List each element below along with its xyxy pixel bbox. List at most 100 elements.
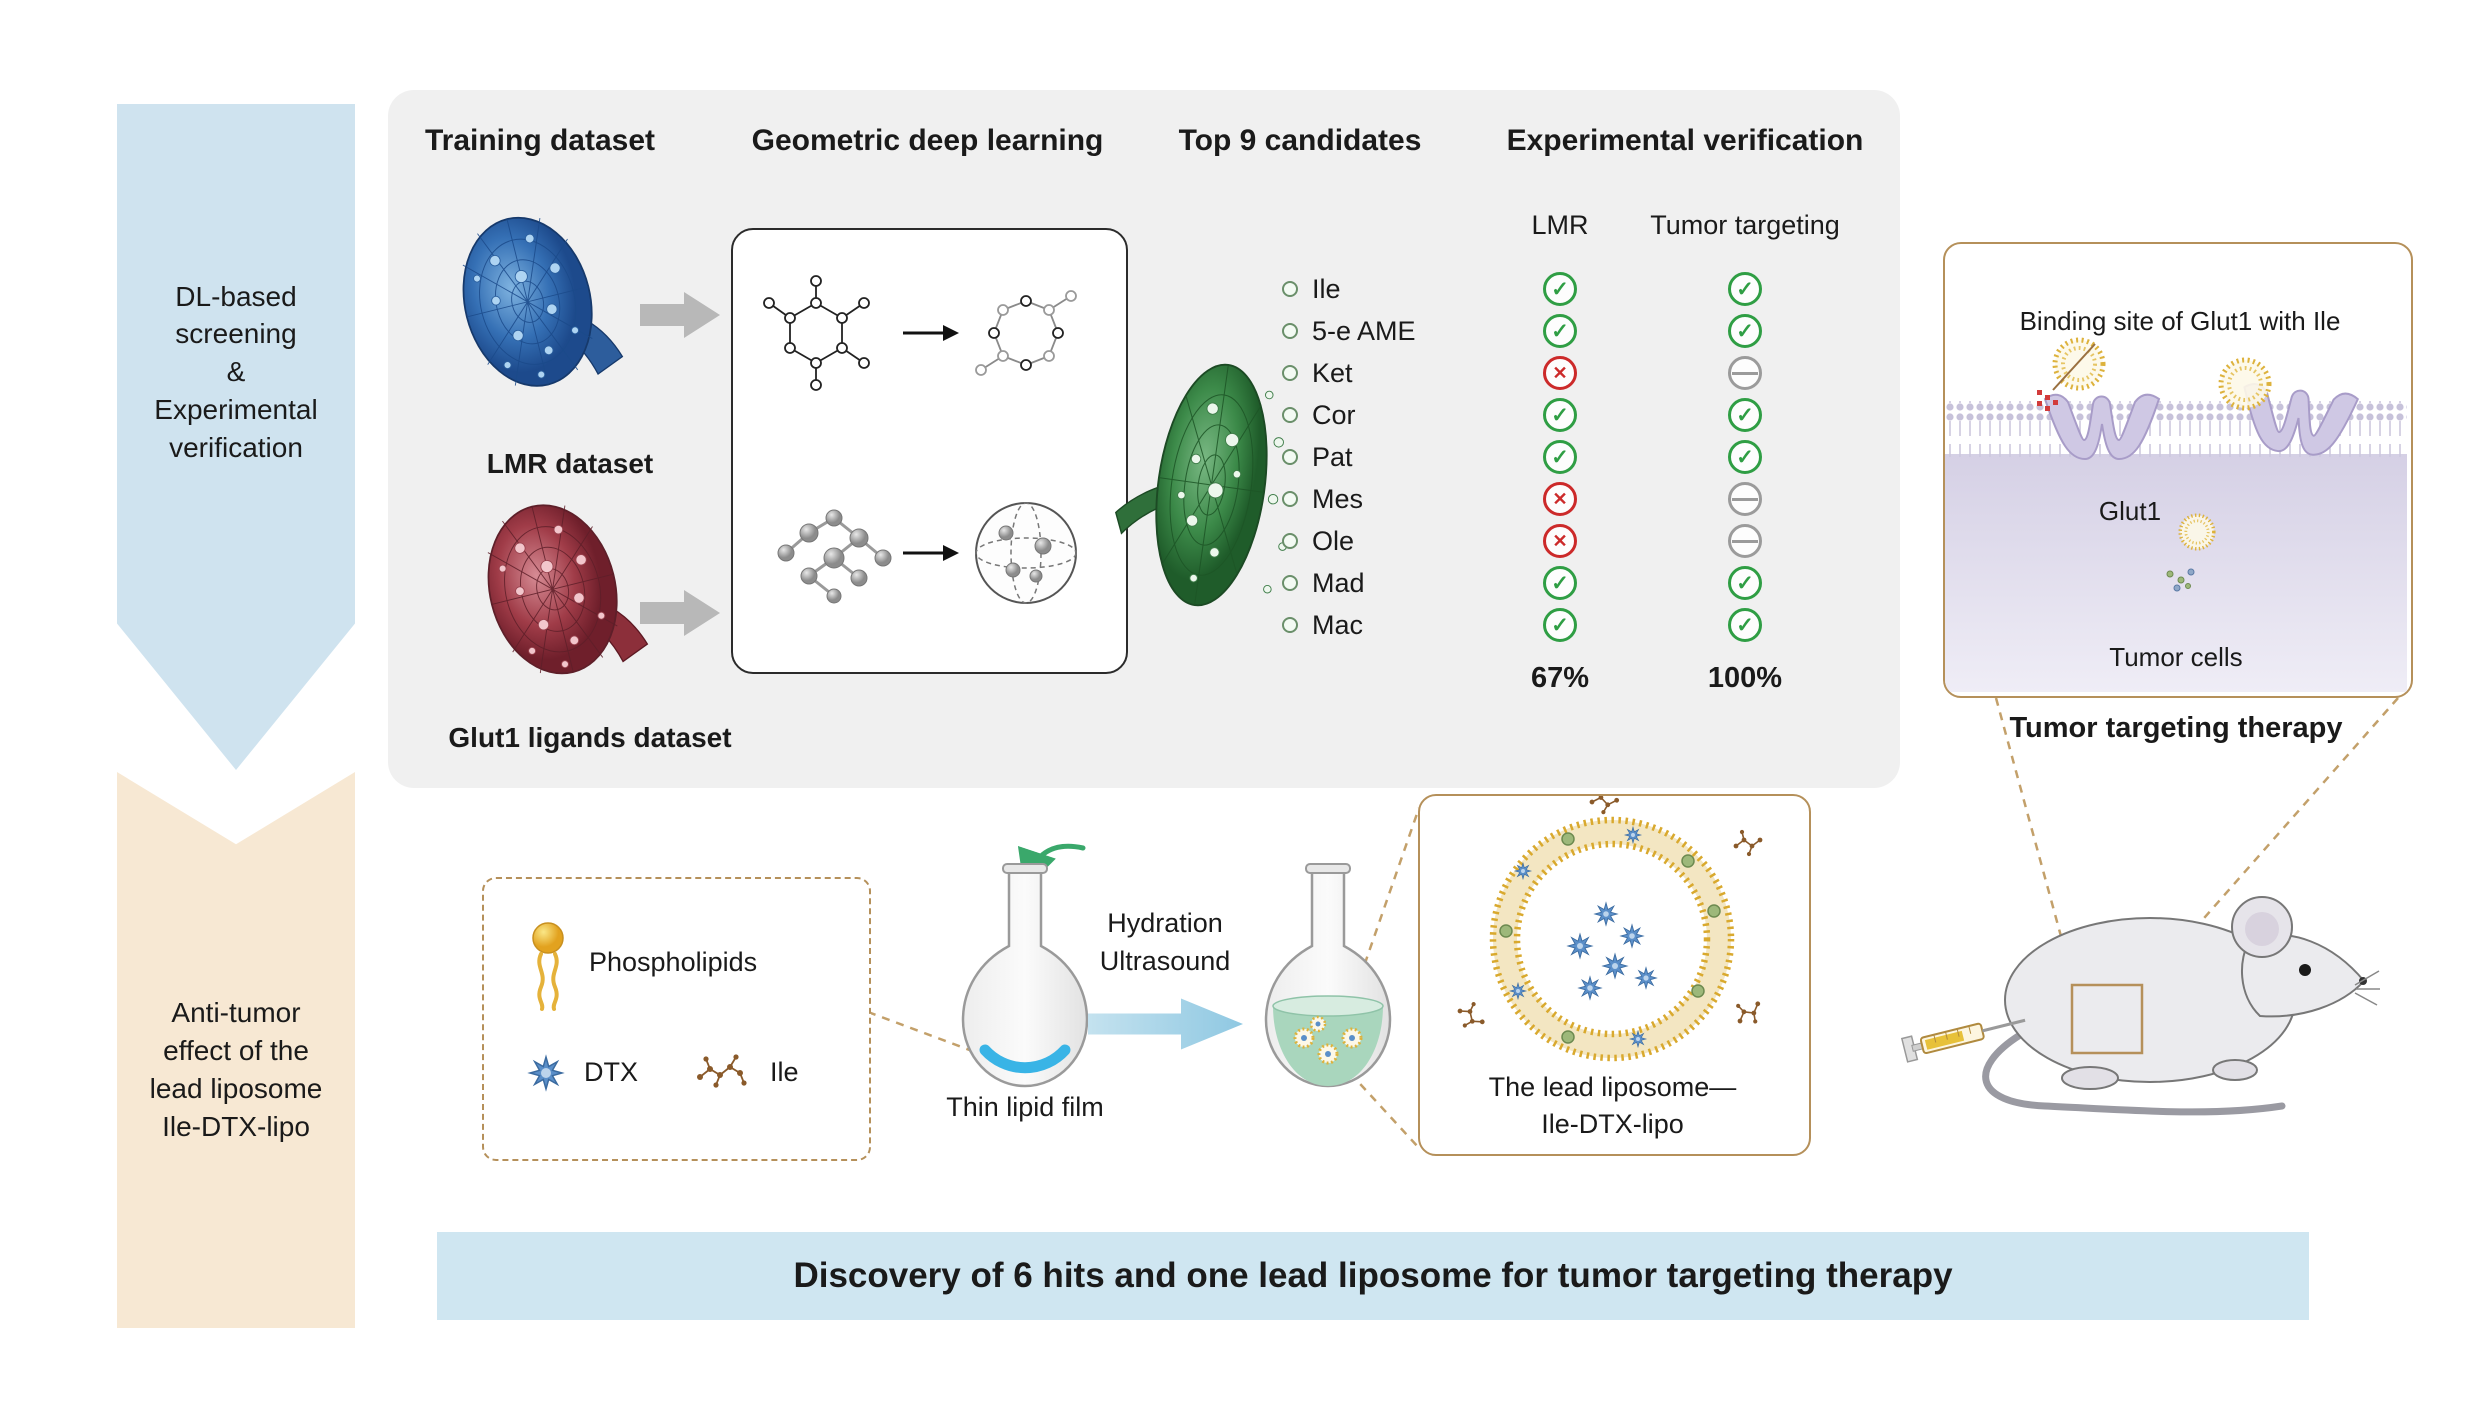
mouse-whiskers [2354, 970, 2380, 1006]
tumor-mark [1728, 398, 1762, 432]
candidate-bullet-icon [1282, 407, 1298, 423]
glut1-protein-right [2243, 383, 2360, 456]
tumor-total: 100% [1707, 662, 1783, 694]
candidate-bullet-icon [1282, 617, 1298, 633]
lead-liposome-illustration [1450, 796, 1769, 1062]
phospholipid-icon [532, 922, 564, 1011]
dl-banner-line3: Experimental verification [154, 393, 318, 463]
footer-banner-text: Discovery of 6 hits and one lead liposom… [793, 1256, 1953, 1295]
antitumor-banner-text: Anti-tumor effect of the lead liposome I… [149, 997, 323, 1142]
candidate-row: Ile [1282, 268, 1416, 310]
candidate-label: Mad [1312, 567, 1365, 598]
candidate-bullet-icon [1282, 449, 1298, 465]
candidate-bullet-icon [1282, 491, 1298, 507]
candidate-row: Mad [1282, 562, 1416, 604]
candidates-funnel-illustration [1114, 363, 1287, 607]
ingredients-box: Phospholipids DTX Ile [482, 877, 871, 1161]
arrow-row2-icon [903, 545, 959, 561]
mouse-foot [2061, 1066, 2119, 1090]
lmr-mark [1543, 608, 1577, 642]
flask1-label: Thin lipid film [946, 1092, 1104, 1122]
lead-liposome-box: The lead liposome— Ile-DTX-lipo [1418, 794, 1811, 1156]
tumor-mark [1728, 524, 1762, 558]
liposome-caption: The lead liposome— Ile-DTX-lipo [1420, 1069, 1805, 1142]
mini-liposomes [1293, 1015, 1363, 1065]
candidate-bullet-icon [1282, 575, 1298, 591]
dl-screening-banner-text: DL-based screening & Experimental verifi… [141, 278, 331, 597]
mouse-illustration [1982, 896, 2380, 1116]
flask-thin-lipid-film [961, 843, 1089, 1088]
lmr-mark [1543, 482, 1577, 516]
candidate-label: Cor [1312, 399, 1356, 430]
flask-liposome-suspension [1264, 863, 1392, 1088]
tumor-marks-column [1728, 268, 1762, 646]
membrane-proteins [1499, 826, 1721, 1048]
dtx-label: DTX [584, 1057, 638, 1087]
released-molecules [2166, 568, 2195, 592]
mouse-foot [2212, 1059, 2258, 1081]
lipid-film-layer [979, 1044, 1071, 1074]
arrow-row1-icon [903, 325, 959, 341]
membrane-illustration [1945, 244, 2407, 692]
lmr-mark [1543, 314, 1577, 348]
dl-banner-line1: DL-based screening [175, 280, 297, 350]
tumor-mark [1728, 608, 1762, 642]
candidates-header: Top 9 candidates [1178, 124, 1422, 157]
antitumor-banner: Anti-tumor effect of the lead liposome I… [117, 772, 355, 1328]
ile-label: Ile [770, 1057, 799, 1087]
lmr-mark [1543, 272, 1577, 306]
glut1-dataset-funnel-illustration [487, 504, 649, 675]
lmr-mark [1543, 356, 1577, 390]
gdl-header: Geometric deep learning [751, 124, 1104, 157]
verification-header: Experimental verification [1506, 124, 1864, 157]
candidates-list: Ile 5-e AME Ket Cor Pat Mes Ole Mad Mac [1282, 268, 1416, 646]
binding-site-pointer-line [2052, 343, 2096, 391]
candidate-bullet-icon [1282, 365, 1298, 381]
candidate-row: Ket [1282, 352, 1416, 394]
tumor-roi-box [2070, 983, 2144, 1055]
candidate-label: Ket [1312, 357, 1353, 388]
tumor-mark [1728, 356, 1762, 390]
candidate-row: Mac [1282, 604, 1416, 646]
molecule-2d-graph [768, 281, 865, 385]
dl-banner-line2: & [226, 356, 246, 388]
ile-molecule-icon [697, 1054, 747, 1088]
candidate-row: Pat [1282, 436, 1416, 478]
candidate-row: Cor [1282, 394, 1416, 436]
candidate-label: Pat [1312, 441, 1353, 472]
candidate-label: Mes [1312, 483, 1364, 514]
tumor-mark [1728, 272, 1762, 306]
candidate-row: Ole [1282, 520, 1416, 562]
liposome-vesicle-icon [2221, 360, 2269, 408]
process-labels: Hydration Ultrasound [1080, 905, 1250, 981]
candidate-label: 5-e AME [1312, 315, 1416, 346]
candidate-bullet-icon [1282, 323, 1298, 339]
candidate-bullet-icon [1282, 281, 1298, 297]
candidate-dots-spray [1263, 390, 1287, 594]
lmr-mark [1543, 566, 1577, 600]
candidate-bullet-icon [1282, 533, 1298, 549]
binding-site-marks [2037, 390, 2058, 411]
lmr-total: 67% [1530, 662, 1590, 694]
candidate-row: Mes [1282, 478, 1416, 520]
gdl-molecules-illustration [763, 275, 1077, 604]
candidate-label: Ole [1312, 525, 1355, 556]
sphere-embedding [975, 502, 1077, 604]
tumor-targeting-column-header: Tumor targeting [1650, 210, 1840, 240]
hydration-label: Hydration [1107, 908, 1223, 938]
lmr-mark [1543, 440, 1577, 474]
candidate-row: 5-e AME [1282, 310, 1416, 352]
footer-banner: Discovery of 6 hits and one lead liposom… [437, 1232, 2309, 1320]
glut1-label: Glut1 [2098, 496, 2162, 526]
training-dataset-header: Training dataset [424, 124, 656, 157]
lmr-marks-column [1543, 268, 1577, 646]
screening-panel [388, 90, 1900, 788]
green-liquid [1273, 1000, 1383, 1086]
lmr-dataset-label: LMR dataset [486, 448, 654, 479]
process-arrow-icon [1088, 998, 1243, 1050]
mouse-eye [2299, 964, 2311, 976]
tumor-mark [1728, 566, 1762, 600]
tumor-cells-label: Tumor cells [2109, 642, 2243, 672]
lmr-mark [1543, 398, 1577, 432]
